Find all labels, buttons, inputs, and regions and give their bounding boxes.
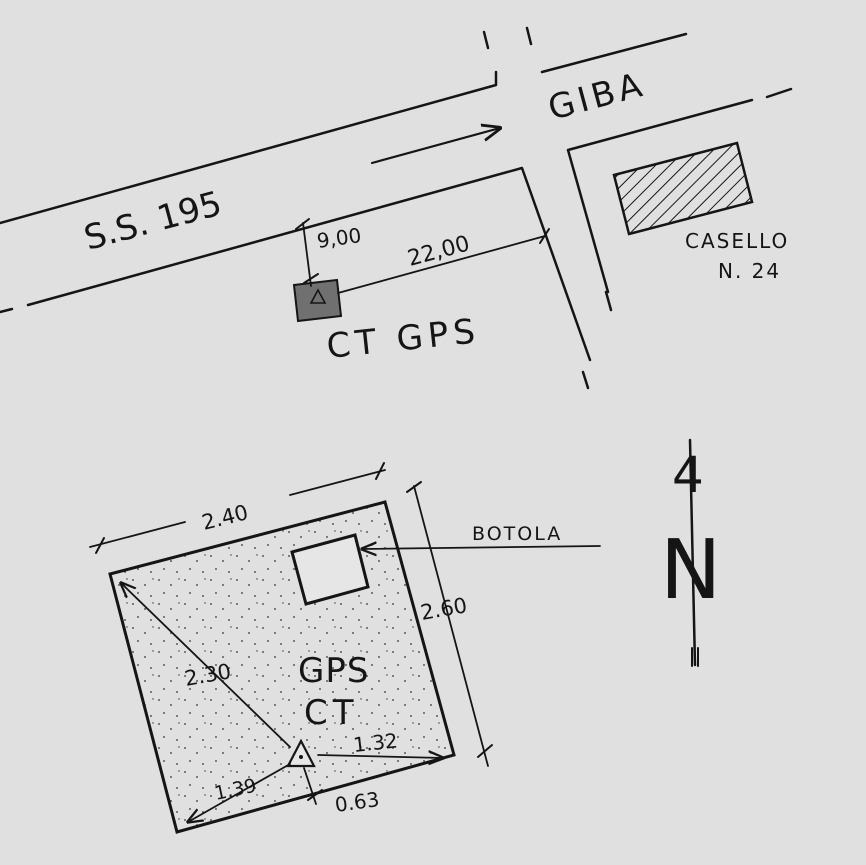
dim-tick	[477, 744, 493, 758]
dim-right-label: 1.32	[352, 728, 399, 757]
road-map: S.S. 195 GIBA CASELLO N. 24 9,00 22,00 C…	[0, 26, 793, 390]
botola-label: BOTOLA	[472, 523, 562, 545]
dim-tick	[95, 537, 105, 554]
north-letter: N	[660, 523, 721, 618]
dim-tick	[539, 228, 550, 244]
detail-slab	[108, 500, 456, 834]
casello-building	[612, 141, 754, 236]
botola-hatch	[290, 533, 370, 606]
station-label: CT GPS	[325, 311, 482, 367]
dim-bottom-label: 0.63	[333, 787, 380, 817]
road-dash	[482, 30, 490, 50]
dim-line-width	[89, 521, 186, 548]
dim-line-right	[317, 755, 443, 758]
direction-arrow	[370, 128, 500, 165]
road-dash	[581, 370, 590, 390]
dim-line-left	[188, 763, 291, 822]
road-dash	[765, 87, 793, 99]
dim-line-diagonal	[121, 583, 291, 748]
dim-height-label: 2.60	[419, 593, 469, 625]
detail-label-gps: GPS	[298, 651, 369, 691]
survey-point-dot	[299, 755, 303, 759]
north-arrow: 4 N	[660, 438, 721, 667]
survey-point-icon	[286, 738, 316, 768]
road-dash	[525, 26, 533, 46]
dim-road-to-station-label: 9,00	[315, 223, 362, 253]
survey-point-icon	[309, 288, 327, 304]
north-arrow-glyph: 4	[672, 446, 704, 504]
casello-number-label: N. 24	[718, 259, 781, 283]
road-upper-edge	[0, 70, 498, 225]
casello-label: CASELLO	[685, 229, 789, 253]
dim-tick	[307, 789, 323, 801]
detail-plan: BOTOLA 2.40 2.60 2.30 1.32 1.39 0.63 GPS…	[89, 462, 601, 834]
crossroad-right-edge	[566, 98, 754, 294]
dim-line-height	[413, 485, 489, 767]
dim-line-bottom	[303, 767, 317, 805]
town-label: GIBA	[544, 64, 650, 128]
dim-tick	[406, 481, 422, 493]
road-dash	[604, 290, 613, 312]
dim-line-width	[289, 469, 386, 496]
dim-width-label: 2.40	[199, 500, 250, 535]
road-dash	[0, 307, 14, 314]
road-lower-edge	[26, 166, 592, 362]
botola-leader	[362, 546, 601, 549]
dim-tick	[295, 218, 310, 230]
detail-label-ct: CT	[304, 693, 359, 733]
dim-line-station-to-crossroad	[337, 235, 546, 294]
road-upper-right-edge	[540, 32, 688, 74]
dim-tick	[303, 273, 319, 284]
station-marker	[292, 278, 343, 323]
dim-tick	[375, 462, 385, 480]
dim-line-road-to-station	[302, 222, 312, 287]
north-arrow-shaft	[688, 438, 697, 667]
